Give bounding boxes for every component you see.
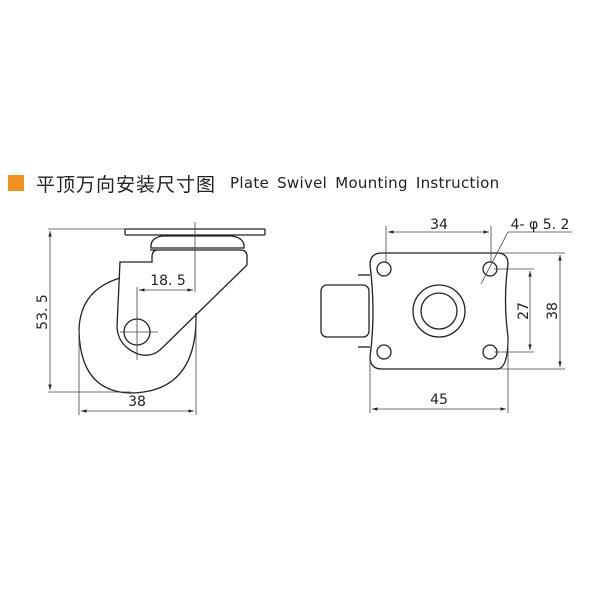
side-view-dimensions — [48, 222, 197, 415]
top-view-dimensions — [369, 226, 572, 413]
dim-hole-spec: 4- φ 5. 2 — [511, 217, 570, 233]
dim-height: 53. 5 — [35, 294, 51, 330]
title-english: Plate Swivel Mounting Instruction — [230, 174, 500, 192]
dim-offset: 18. 5 — [150, 273, 186, 289]
top-view-drawing — [320, 252, 509, 370]
side-view-drawing — [78, 228, 266, 394]
dim-plate-width: 45 — [430, 392, 448, 408]
dim-hole-spacing-y: 27 — [516, 302, 532, 320]
diagram-header: 平顶万向安装尺寸图 Plate Swivel Mounting Instruct… — [8, 170, 499, 196]
dim-wheel-diameter: 38 — [128, 394, 146, 410]
title-chinese: 平顶万向安装尺寸图 — [36, 173, 217, 196]
dim-hole-spacing-x: 34 — [430, 217, 448, 233]
dim-plate-height: 38 — [545, 302, 561, 320]
accent-square — [8, 175, 24, 191]
